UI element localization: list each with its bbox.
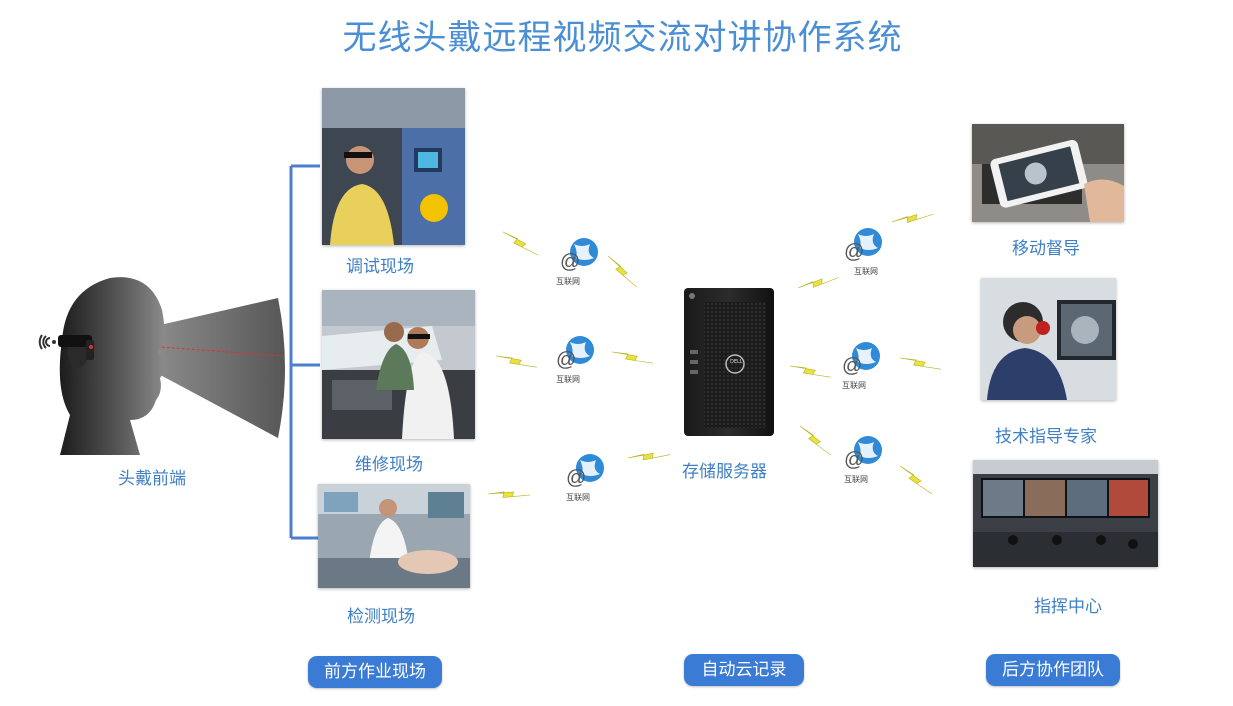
internet-globe-icon: @ bbox=[844, 228, 882, 263]
internet-label: 互联网 bbox=[556, 375, 580, 384]
site-bracket bbox=[289, 164, 320, 540]
lightning-bolt-icon bbox=[891, 201, 934, 235]
group-cloud-badge: 自动云记录 bbox=[684, 654, 804, 686]
front-site-label-2: 维修现场 bbox=[355, 455, 423, 475]
repair-site-photo bbox=[322, 290, 475, 439]
internet-globe-icon: @ bbox=[844, 436, 882, 471]
front-site-label-3: 检测现场 bbox=[347, 607, 415, 627]
group-front-badge: 前方作业现场 bbox=[308, 656, 442, 688]
lightning-bolt-icon bbox=[499, 231, 543, 256]
lightning-bolt-icon bbox=[797, 265, 840, 300]
expert-guidance-photo bbox=[981, 278, 1116, 400]
server-label: 存储服务器 bbox=[682, 462, 767, 482]
headset-label: 头戴前端 bbox=[118, 469, 186, 489]
internet-label: 互联网 bbox=[844, 475, 868, 484]
mobile-supervision-photo bbox=[972, 124, 1124, 222]
svg-text:@: @ bbox=[844, 241, 864, 263]
internet-label: 互联网 bbox=[854, 267, 878, 276]
debug-site-photo bbox=[322, 88, 465, 245]
internet-globe-icon: @ bbox=[560, 238, 598, 273]
remote-site-label-1: 移动督导 bbox=[1012, 239, 1080, 259]
svg-text:@: @ bbox=[842, 355, 862, 377]
server-tower-icon bbox=[684, 288, 774, 436]
lightning-bolt-icon bbox=[495, 352, 538, 371]
svg-text:@: @ bbox=[566, 467, 586, 489]
internet-globe-icon: @ bbox=[842, 342, 880, 377]
wifi-signal-icon bbox=[38, 334, 56, 350]
internet-label: 互联网 bbox=[556, 277, 580, 286]
lightning-bolt-icon bbox=[794, 425, 837, 456]
lightning-bolt-icon bbox=[487, 481, 531, 508]
internet-globe-icon: @ bbox=[556, 336, 594, 371]
internet-label: 互联网 bbox=[842, 381, 866, 390]
svg-text:@: @ bbox=[556, 349, 576, 371]
remote-site-label-3: 指挥中心 bbox=[1034, 597, 1102, 617]
headset-wearer-illustration bbox=[58, 277, 285, 455]
lightning-bolt-icon bbox=[601, 255, 644, 288]
lightning-bolt-icon bbox=[627, 441, 671, 472]
internet-globe-icon: @ bbox=[566, 454, 604, 489]
internet-label: 互联网 bbox=[566, 493, 590, 502]
command-center-photo bbox=[973, 460, 1158, 567]
lightning-bolt-icon bbox=[789, 362, 832, 381]
remote-site-label-2: 技术指导专家 bbox=[995, 427, 1097, 447]
lightning-bolt-icon bbox=[899, 354, 942, 373]
group-back-badge: 后方协作团队 bbox=[986, 654, 1120, 686]
svg-text:@: @ bbox=[560, 251, 580, 273]
svg-text:@: @ bbox=[844, 449, 864, 471]
inspection-site-photo bbox=[318, 484, 470, 588]
page-title: 无线头戴远程视频交流对讲协作系统 bbox=[342, 18, 903, 58]
front-site-label-1: 调试现场 bbox=[346, 257, 414, 277]
server-brand: DELL bbox=[730, 359, 743, 365]
lightning-bolt-icon bbox=[611, 348, 654, 367]
lightning-bolt-icon bbox=[894, 465, 938, 495]
